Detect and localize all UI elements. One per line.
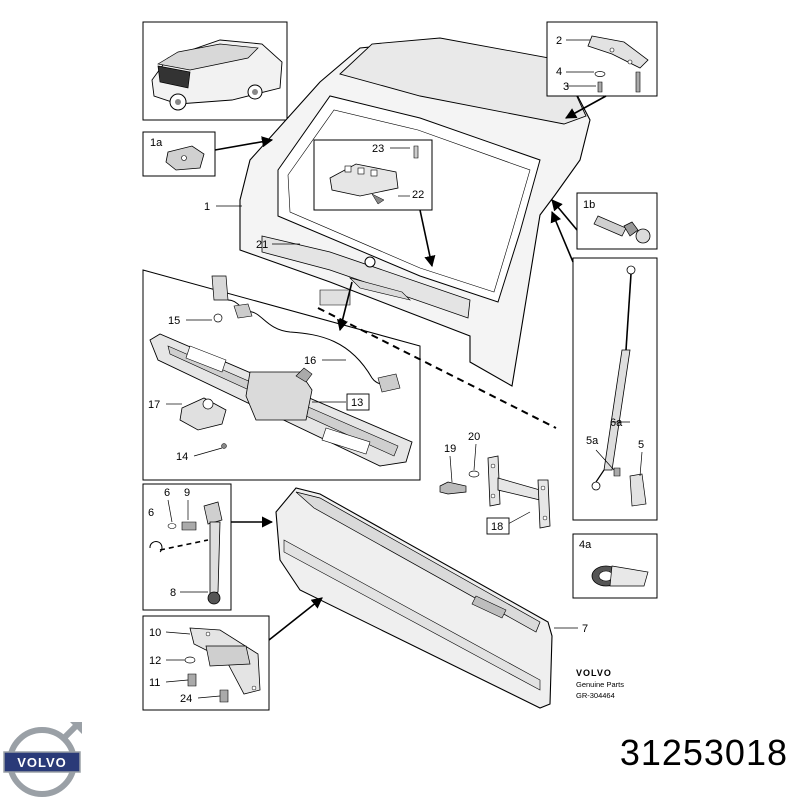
volvo-iron-mark-icon: VOLVO xyxy=(3,722,82,797)
inset-tape-4a: 4a xyxy=(572,533,658,599)
inset-ballstud-1b: 1b xyxy=(551,192,658,250)
callout-1b: 1b xyxy=(583,199,595,211)
callout-24: 24 xyxy=(180,693,192,705)
callout-20: 20 xyxy=(468,431,480,443)
car-thumbnail-box xyxy=(142,21,288,121)
callout-3: 3 xyxy=(563,81,569,93)
callout-9: 9 xyxy=(184,487,190,499)
inset-hinge-arm: 6 9 6 8 xyxy=(142,483,274,611)
callout-4: 4 xyxy=(556,66,562,78)
inset-bracket-2-3-4: 2 4 3 xyxy=(546,21,658,119)
callout-10: 10 xyxy=(149,627,161,639)
logo-wordmark: VOLVO xyxy=(17,755,67,770)
callout-17: 17 xyxy=(148,399,160,411)
inset-gas-strut-6a: 6a 5a 5 xyxy=(550,210,658,521)
bracket-18-19-20: 19 20 18 xyxy=(439,431,551,535)
callout-5a: 5a xyxy=(586,435,599,447)
inset-hinge-plate: 10 12 11 24 xyxy=(142,597,323,711)
callout-11: 11 xyxy=(149,677,160,689)
callout-6-ring: 6 xyxy=(148,507,154,519)
callout-1a: 1a xyxy=(150,137,163,149)
callout-15: 15 xyxy=(168,315,180,327)
callout-1: 1 xyxy=(204,201,210,213)
part-number: 31253018 xyxy=(619,732,788,773)
genuine-parts-stamp: VOLVO Genuine Parts GR-304464 xyxy=(576,668,624,700)
callout-19: 19 xyxy=(444,443,456,455)
callout-7: 7 xyxy=(582,623,588,635)
inset-module-22-23: 23 22 xyxy=(313,139,436,268)
lower-trim-panel: 7 xyxy=(275,487,588,709)
callout-12: 12 xyxy=(149,655,161,667)
brand-subtitle: Genuine Parts xyxy=(576,680,624,689)
callout-8: 8 xyxy=(170,587,176,599)
callout-22: 22 xyxy=(412,189,424,201)
callout-23: 23 xyxy=(372,143,384,155)
callout-21: 21 xyxy=(256,239,268,251)
brand-text: VOLVO xyxy=(576,668,612,678)
callout-14: 14 xyxy=(176,451,188,463)
callout-4a: 4a xyxy=(579,539,592,551)
callout-18: 18 xyxy=(491,521,503,533)
callout-5: 5 xyxy=(638,439,644,451)
callout-6-hinge: 6 xyxy=(164,487,170,499)
callout-16: 16 xyxy=(304,355,316,367)
drawing-reference: GR-304464 xyxy=(576,691,615,700)
callout-6a: 6a xyxy=(610,417,623,429)
callout-13: 13 xyxy=(351,397,363,409)
inset-clip-1a: 1a xyxy=(142,131,274,177)
inset-handle-assembly: 15 16 17 14 13 xyxy=(142,269,421,481)
callout-2: 2 xyxy=(556,35,562,47)
